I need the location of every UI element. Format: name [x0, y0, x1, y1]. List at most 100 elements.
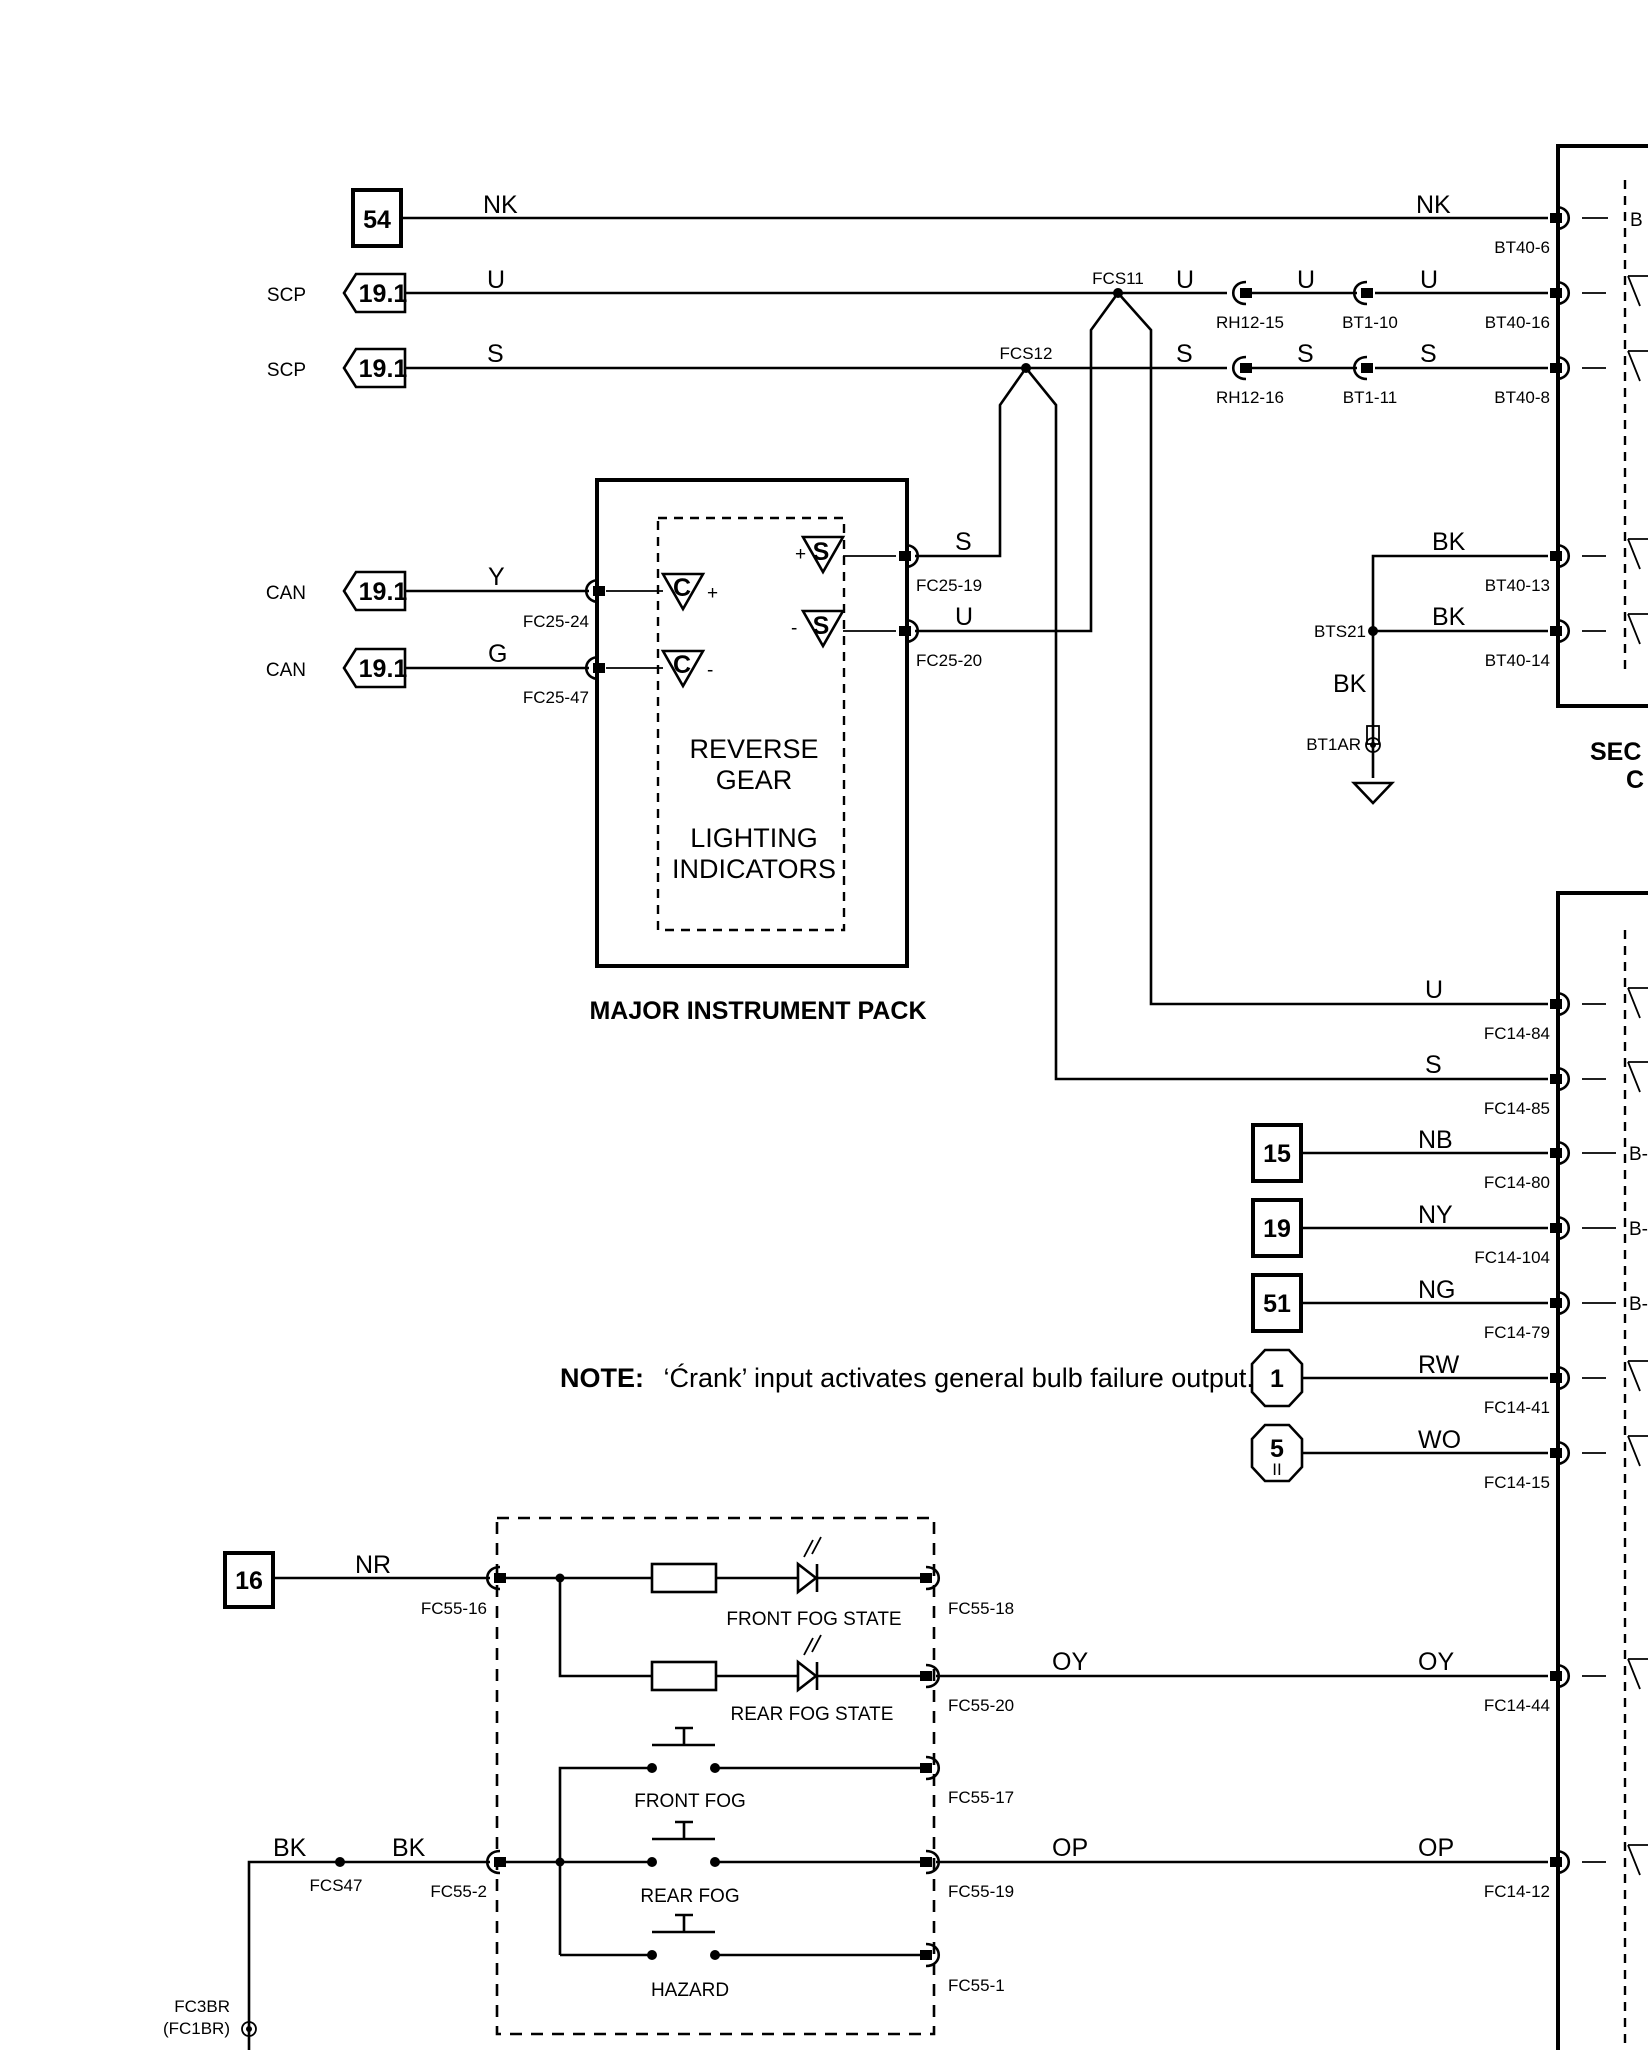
wire-color-op-b: OP [1418, 1834, 1454, 1862]
can-ref-1: 19.1 [359, 578, 408, 606]
wire-color-u-d: U [1420, 266, 1438, 294]
front-fog-resistor [650, 1562, 718, 1594]
conn-fc55-18: FC55-18 [948, 1599, 1014, 1618]
can-ref-arrow-2 [342, 647, 407, 689]
splice-fcs11-label: FCS11 [1092, 269, 1144, 288]
ground-fc3br [241, 2021, 257, 2037]
conn-rh12-16: RH12-16 [1216, 388, 1284, 407]
wire-u-mip [915, 290, 1548, 1006]
wire-color-bk-5: BK [392, 1834, 426, 1862]
svg-text:B-: B- [1629, 1144, 1648, 1165]
front-fog-switch [652, 1726, 715, 1747]
mip-function-line-1: REVERSE [689, 734, 818, 764]
wire-color-u-a: U [487, 266, 505, 294]
front-fog-state-label: FRONT FOG STATE [726, 1609, 901, 1630]
mip-function-line-2: GEAR [716, 765, 793, 795]
can-bus-label-1: CAN [266, 583, 306, 604]
can-bus-label-2: CAN [266, 660, 306, 681]
major-instrument-pack-title: MAJOR INSTRUMENT PACK [589, 997, 926, 1025]
conn-fc25-20: FC25-20 [916, 651, 982, 670]
conn-bt40-8: BT40-8 [1494, 388, 1550, 407]
can-transceiver-minus [660, 649, 706, 689]
scp-ref-arrow-2 [342, 347, 407, 389]
svg-text:C: C [673, 574, 691, 602]
wire-color-bk-2: BK [1432, 603, 1466, 631]
scp-ref-1: 19.1 [359, 280, 408, 308]
scp-bus-label-1: SCP [267, 285, 306, 306]
scp-ref-2: 19.1 [359, 355, 408, 383]
svg-text:B-: B- [1629, 1219, 1648, 1240]
wire-color-u-b: U [1176, 266, 1194, 294]
wire-color-s-c: S [1297, 340, 1314, 368]
splice-fcs47-label: FCS47 [310, 1876, 363, 1895]
security-module-box [1556, 144, 1648, 708]
wire-color-s-e: S [955, 528, 972, 556]
splice-bts21 [1368, 626, 1378, 636]
svg-text:+: + [707, 583, 718, 604]
hazard-switch-label: HAZARD [651, 1980, 729, 2001]
wire-color-oy-a: OY [1052, 1648, 1088, 1676]
rear-fog-switch-label: REAR FOG [640, 1886, 739, 1907]
conn-fc55-19: FC55-19 [948, 1882, 1014, 1901]
wire-color-rw: RW [1418, 1351, 1460, 1379]
splice-bts21-label: BTS21 [1314, 622, 1366, 641]
svg-text:+: + [795, 544, 806, 565]
wire-color-ng: NG [1418, 1276, 1456, 1304]
ground-icon [1350, 781, 1396, 805]
sheet-ref-51: 51 [1263, 1290, 1291, 1318]
conn-fc14-85: FC14-85 [1484, 1099, 1550, 1118]
controller-module-box [1556, 891, 1648, 2050]
wire-color-s-a: S [487, 340, 504, 368]
rear-fog-resistor [650, 1660, 718, 1692]
conn-rh12-15: RH12-15 [1216, 313, 1284, 332]
note: NOTE: ‘Ćrank’ input activates general bu… [560, 1362, 1254, 1393]
svg-text:B-: B- [1629, 1294, 1648, 1315]
conn-fc55-1: FC55-1 [948, 1976, 1005, 1995]
conn-fc25-19: FC25-19 [916, 576, 982, 595]
sheet-ref-16: 16 [235, 1567, 263, 1595]
wire-color-nk-a: NK [483, 191, 518, 219]
can-transceiver-plus [660, 572, 706, 612]
conn-fc55-2: FC55-2 [430, 1882, 487, 1901]
svg-text:II: II [1272, 1460, 1281, 1479]
conn-fc14-84: FC14-84 [1484, 1024, 1550, 1043]
wire-color-s-b: S [1176, 340, 1193, 368]
ground-fc3br-label: FC3BR [174, 1997, 230, 2016]
scp-transceiver-minus [800, 609, 846, 649]
wire-color-y: Y [488, 563, 505, 591]
conn-fc25-47: FC25-47 [523, 688, 589, 707]
input-ref-5 [1250, 1423, 1304, 1483]
svg-text:S: S [813, 612, 830, 640]
conn-fc14-79: FC14-79 [1484, 1323, 1550, 1342]
wire-color-op-a: OP [1052, 1834, 1088, 1862]
wire-color-nr: NR [355, 1551, 391, 1579]
can-ref-arrow-1 [342, 570, 407, 612]
wire-color-ny: NY [1418, 1201, 1453, 1229]
sheet-ref-16-box [223, 1551, 275, 1609]
wire-color-nk-b: NK [1416, 191, 1451, 219]
conn-fc14-12: FC14-12 [1484, 1882, 1550, 1901]
conn-bt40-6: BT40-6 [1494, 238, 1550, 257]
svg-text:-: - [707, 660, 713, 681]
can-ref-2: 19.1 [359, 655, 408, 683]
security-module-title: SEC [1590, 738, 1641, 766]
mip-function-line-4: INDICATORS [672, 854, 836, 884]
sheet-ref-15: 15 [1263, 1140, 1291, 1168]
wire-color-wo: WO [1418, 1426, 1461, 1454]
front-fog-state-led [796, 1561, 819, 1595]
wire-bk-switch-ground [247, 1860, 490, 2050]
svg-text:C: C [673, 651, 691, 679]
conn-fc14-80: FC14-80 [1484, 1173, 1550, 1192]
wire-color-s-d: S [1420, 340, 1437, 368]
splice-fcs47 [335, 1857, 345, 1867]
wire-bk-ground [1371, 554, 1548, 778]
rear-fog-state-label: REAR FOG STATE [731, 1704, 894, 1725]
conn-bt40-16: BT40-16 [1485, 313, 1550, 332]
conn-bt1-10: BT1-10 [1342, 313, 1398, 332]
wire-color-bk-1: BK [1432, 528, 1466, 556]
conn-fc14-104: FC14-104 [1474, 1248, 1550, 1267]
svg-text:B: B [1630, 210, 1643, 231]
sheet-ref-19: 19 [1263, 1215, 1291, 1243]
scp-ref-arrow-1 [342, 272, 407, 314]
